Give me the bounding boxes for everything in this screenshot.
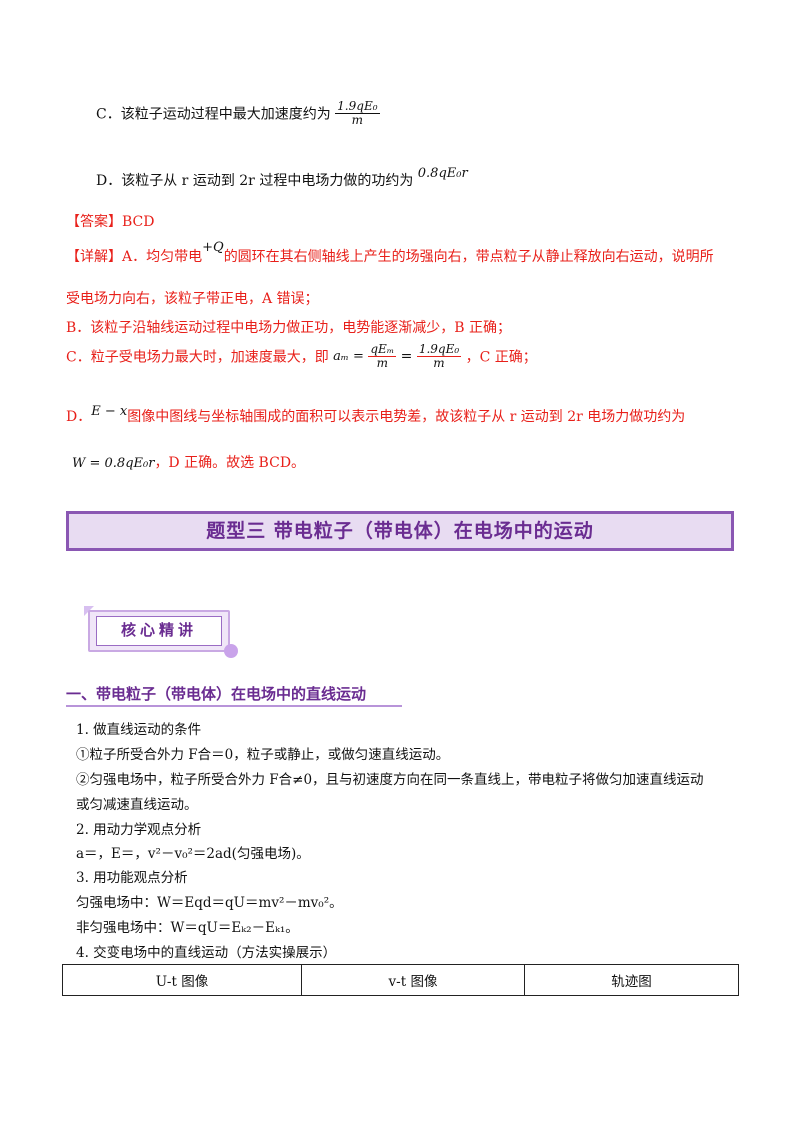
fraction-2-den: m — [433, 356, 445, 371]
fraction-2-num: 1.9qE₀ — [416, 342, 462, 358]
core-lecture-badge: 核心精讲 — [84, 606, 238, 658]
answer-value: BCD — [122, 214, 155, 230]
body-line-2: ①粒子所受合外力 F合＝0，粒子或静止，或做匀速直线运动。 — [76, 747, 450, 763]
option-c: C．该粒子运动过程中最大加速度约为 1.9qE₀ m — [96, 99, 380, 128]
detail-line-3: B．该粒子沿轴线运动过程中电场力做正功，电势能逐渐减少，B 正确； — [66, 320, 512, 336]
charge-symbol: +Q — [202, 240, 224, 255]
table-header-trajectory: 轨迹图 — [524, 964, 739, 996]
detail-line6-b: ，D 正确。故选 BCD。 — [154, 455, 306, 471]
body-line-5: 2. 用动力学观点分析 — [76, 822, 202, 838]
detail-line-2: 受电场力向右，该粒子带正电，A 错误； — [66, 291, 319, 307]
detail-line5-b: 图像中图线与坐标轴围成的面积可以表示电势差，故该粒子从 r 运动到 2r 电场力… — [127, 409, 686, 425]
detail-line-4: C．粒子受电场力最大时，加速度最大，即 aₘ = qEₘ m = 1.9qE₀ … — [66, 342, 537, 371]
detail-line-1: 【详解】A．均匀带电+Q的圆环在其右侧轴线上产生的场强向右，带点粒子从静止释放向… — [66, 240, 714, 266]
body-line-1: 1. 做直线运动的条件 — [76, 722, 202, 738]
answer-line: 【答案】BCD — [66, 211, 154, 231]
fraction-1-num: qEₘ — [368, 342, 397, 358]
option-c-frac-num: 1.9qE₀ — [335, 99, 380, 115]
detail-line4-b: ，C 正确； — [465, 349, 537, 366]
fraction-19qe0-over-m: 1.9qE₀ m — [416, 342, 462, 371]
option-d: D．该粒子从 r 运动到 2r 过程中电场力做的功约为 0.8qE₀r — [96, 166, 468, 190]
detail-line5-a: D． — [66, 409, 92, 425]
table-header-vt: v-t 图像 — [301, 964, 525, 996]
option-d-value: 0.8qE₀r — [417, 166, 468, 181]
option-d-text: D．该粒子从 r 运动到 2r 过程中电场力做的功约为 — [96, 173, 414, 189]
body-line-6: a＝，E＝，v²－v₀²＝2ad(匀强电场)。 — [76, 846, 310, 862]
e-x-symbol: E − x — [91, 404, 128, 419]
body-line-7: 3. 用功能观点分析 — [76, 870, 188, 886]
am-symbol: aₘ = — [333, 349, 364, 365]
detail-line-5: D．E − x图像中图线与坐标轴围成的面积可以表示电势差，故该粒子从 r 运动到… — [66, 404, 686, 426]
section-title-banner: 题型三 带电粒子（带电体）在电场中的运动 — [66, 511, 734, 551]
fraction-1-den: m — [376, 356, 388, 371]
heading-underline — [66, 705, 402, 707]
table-row: U-t 图像 v-t 图像 轨迹图 — [62, 964, 739, 996]
body-line-10: 4. 交变电场中的直线运动（方法实操展示） — [76, 945, 337, 961]
method-table: U-t 图像 v-t 图像 轨迹图 — [62, 964, 739, 996]
detail-line1-b: 的圆环在其右侧轴线上产生的场强向右，带点粒子从静止释放向右运动，说明所 — [223, 249, 714, 265]
body-line-4: 或匀减速直线运动。 — [76, 797, 198, 813]
equals-sign: = — [400, 348, 413, 365]
body-line-8: 匀强电场中：W＝Eqd＝qU＝mv²－mv₀²。 — [76, 895, 343, 911]
option-c-text: C．该粒子运动过程中最大加速度约为 — [96, 106, 331, 123]
fraction-qem-over-m: qEₘ m — [368, 342, 397, 371]
option-c-fraction: 1.9qE₀ m — [335, 99, 380, 128]
heading-straight-line-motion: 一、带电粒子（带电体）在电场中的直线运动 — [66, 685, 367, 703]
answer-label: 【答案】 — [66, 214, 122, 230]
badge-dot-decoration — [224, 644, 238, 658]
body-line-3: ②匀强电场中，粒子所受合外力 F合≠0，且与初速度方向在同一条直线上，带电粒子将… — [76, 772, 704, 788]
work-formula: W = 0.8qE₀r — [72, 456, 155, 471]
table-header-ut: U-t 图像 — [62, 964, 302, 996]
detail-line1-a: A．均匀带电 — [122, 249, 203, 265]
detail-line-6: W = 0.8qE₀r，D 正确。故选 BCD。 — [72, 452, 305, 472]
body-line-9: 非匀强电场中：W＝qU＝Eₖ₂－Eₖ₁。 — [76, 920, 299, 936]
option-c-frac-den: m — [351, 113, 364, 128]
badge-label: 核心精讲 — [96, 616, 222, 646]
detail-label: 【详解】 — [66, 249, 122, 265]
detail-line4-a: C．粒子受电场力最大时，加速度最大，即 — [66, 349, 329, 366]
